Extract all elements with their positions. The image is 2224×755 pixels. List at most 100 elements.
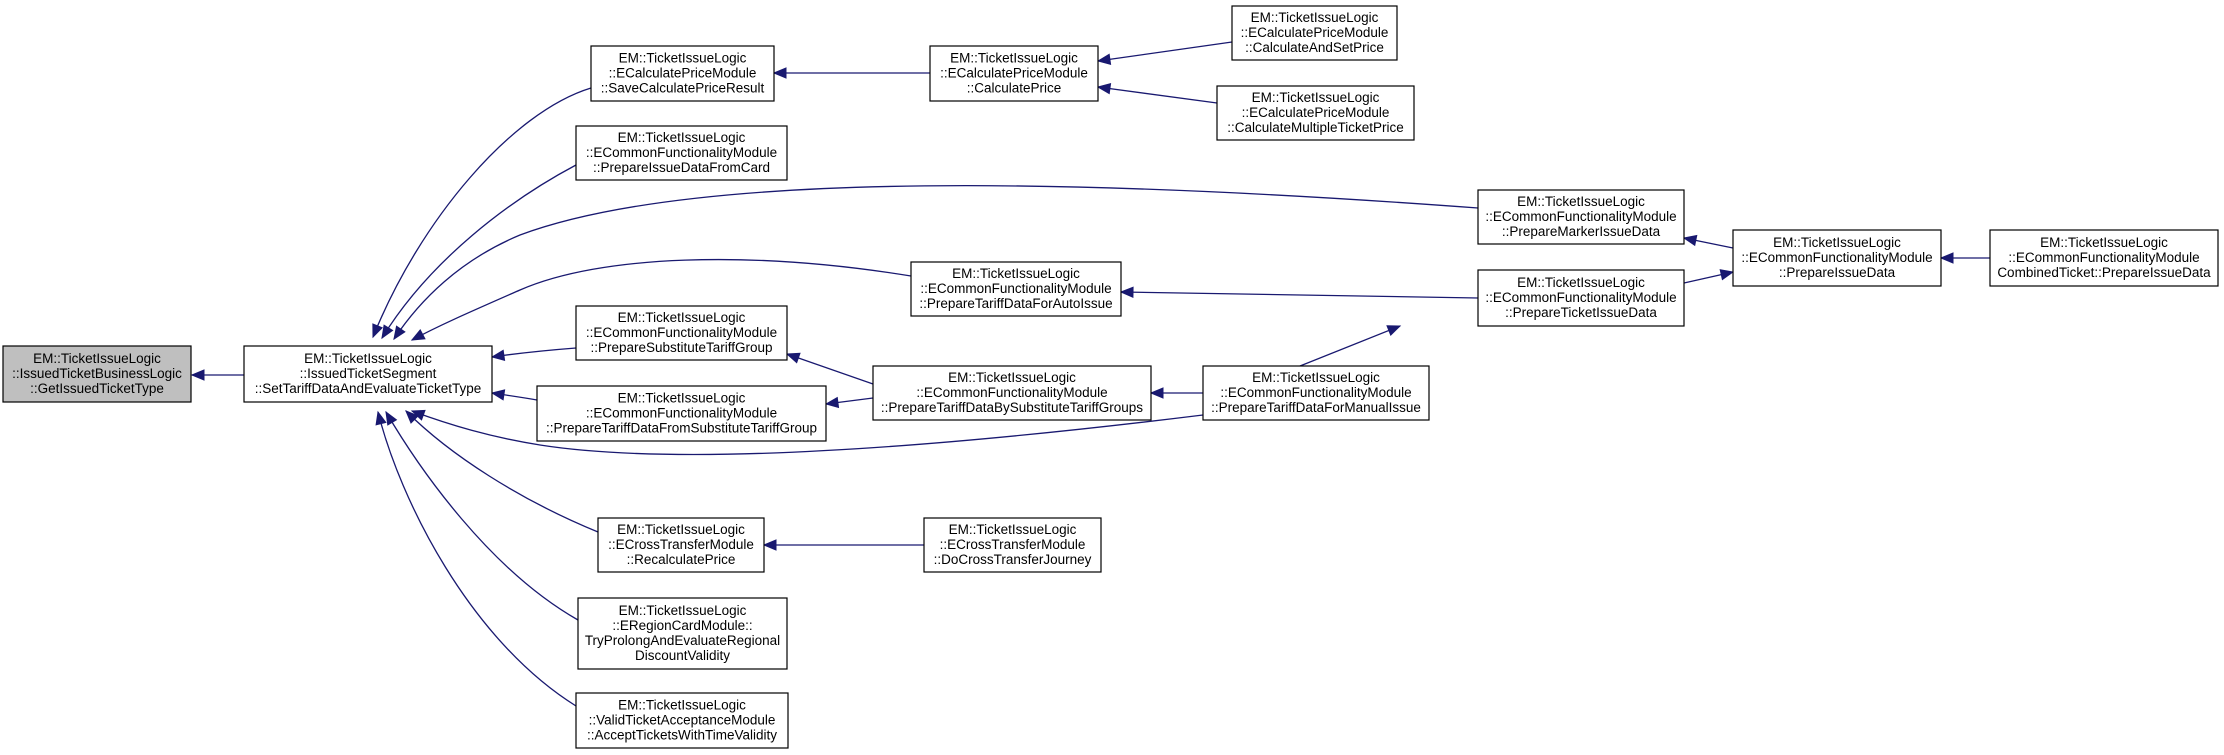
caller-function-node[interactable]: EM::TicketIssueLogic::ECalculatePriceMod… — [1231, 5, 1398, 61]
node-box — [923, 517, 1102, 573]
caller-function-node[interactable]: EM::TicketIssueLogic::ECommonFunctionali… — [1732, 229, 1942, 287]
node-label-line: ::ECommonFunctionalityModule — [1741, 250, 1932, 265]
node-label-line: ::RecalculatePrice — [627, 552, 736, 567]
edge-line — [411, 410, 1204, 456]
node-label-line: EM::TicketIssueLogic — [1251, 10, 1379, 25]
caller-function-node[interactable]: EM::TicketIssueLogic::ECrossTransferModu… — [923, 517, 1102, 573]
node-label-line: ::ECommonFunctionalityModule — [1220, 385, 1411, 400]
caller-function-node[interactable]: EM::TicketIssueLogic::ECommonFunctionali… — [910, 261, 1122, 317]
node-box — [1732, 229, 1942, 287]
node-box — [1477, 189, 1685, 245]
node-label-line: ::PrepareTariffDataForManualIssue — [1211, 400, 1421, 415]
caller-function-node[interactable]: EM::TicketIssueLogic::ECommonFunctionali… — [575, 125, 788, 181]
edge-line — [786, 353, 874, 385]
arrowhead — [372, 323, 384, 339]
node-label-line: EM::TicketIssueLogic — [1252, 370, 1380, 385]
arrowhead — [393, 325, 406, 341]
arrowhead — [190, 369, 205, 381]
node-label-line: EM::TicketIssueLogic — [1517, 194, 1645, 209]
arrowhead — [772, 67, 787, 79]
node-label-line: DiscountValidity — [635, 648, 730, 663]
edge-n14-to-n11 — [1299, 325, 1402, 367]
caller-function-node[interactable]: EM::TicketIssueLogic::IssuedTicketSegmen… — [243, 345, 493, 403]
node-label-line: CombinedTicket::PrepareIssueData — [1997, 265, 2211, 280]
arrowhead — [1096, 82, 1112, 95]
node-label-line: ::ERegionCardModule:: — [612, 618, 752, 633]
edge-line — [393, 185, 1479, 340]
node-box — [575, 125, 788, 181]
node-label-line: EM::TicketIssueLogic — [618, 130, 746, 145]
edge-n1-to-n0 — [190, 369, 244, 381]
node-box — [575, 692, 789, 749]
node-label-line: ::ECommonFunctionalityModule — [2008, 250, 2199, 265]
node-label-line: ::ECommonFunctionalityModule — [1485, 209, 1676, 224]
caller-function-node[interactable]: EM::TicketIssueLogic::ECalculatePriceMod… — [1216, 85, 1415, 141]
edge-line — [405, 410, 599, 533]
caller-function-node[interactable]: EM::TicketIssueLogic::ECalculatePriceMod… — [929, 45, 1099, 102]
nodes-layer: EM::TicketIssueLogic::IssuedTicketBusine… — [2, 5, 2219, 749]
node-label-line: ::ECommonFunctionalityModule — [920, 281, 1111, 296]
arrowhead — [410, 329, 426, 341]
edge-n8-to-n7 — [1682, 234, 1734, 249]
edge-line — [411, 258, 912, 341]
edge-n2-to-n1 — [372, 87, 592, 339]
arrowhead — [762, 539, 777, 551]
node-label-line: ::DoCrossTransferJourney — [934, 552, 1092, 567]
caller-function-node[interactable]: EM::TicketIssueLogic::ECommonFunctionali… — [1477, 269, 1685, 327]
arrowhead — [1719, 269, 1735, 281]
edge-n10-to-n1 — [410, 258, 912, 341]
node-box — [910, 261, 1122, 317]
node-label-line: EM::TicketIssueLogic — [1773, 235, 1901, 250]
arrowhead — [1386, 325, 1402, 336]
caller-function-node[interactable]: EM::TicketIssueLogic::ECommonFunctionali… — [536, 385, 827, 442]
node-label-line: ::PrepareTariffDataFromSubstituteTariffG… — [546, 421, 817, 436]
arrowhead — [1119, 286, 1134, 298]
edge-n6-to-n1 — [381, 164, 577, 340]
edge-line — [385, 411, 579, 621]
edge-line — [1097, 41, 1233, 62]
caller-function-node[interactable]: EM::TicketIssueLogic::ECommonFunctionali… — [1202, 365, 1430, 421]
node-label-line: EM::TicketIssueLogic — [952, 266, 1080, 281]
node-label-line: EM::TicketIssueLogic — [33, 351, 161, 366]
caller-function-node[interactable]: EM::TicketIssueLogic::ECrossTransferModu… — [597, 517, 765, 573]
node-label-line: ::ECommonFunctionalityModule — [586, 325, 777, 340]
edge-line — [491, 347, 577, 358]
caller-function-node[interactable]: EM::TicketIssueLogic::ECommonFunctionali… — [872, 365, 1152, 421]
arrowhead — [490, 349, 506, 361]
arrowhead — [405, 410, 419, 424]
node-label-line: EM::TicketIssueLogic — [948, 370, 1076, 385]
edge-n15-to-n1 — [490, 389, 538, 401]
node-label-line: ::ECommonFunctionalityModule — [916, 385, 1107, 400]
arrowhead — [1939, 252, 1954, 264]
caller-function-node[interactable]: EM::TicketIssueLogic::ERegionCardModule:… — [577, 597, 788, 670]
edge-n19-to-n1 — [375, 410, 577, 707]
node-box — [929, 45, 1099, 102]
caller-function-node[interactable]: EM::TicketIssueLogic::ECommonFunctionali… — [575, 305, 788, 361]
node-label-line: EM::TicketIssueLogic — [618, 310, 746, 325]
caller-function-node[interactable]: EM::TicketIssueLogic::ECommonFunctionali… — [1989, 229, 2219, 287]
caller-function-node[interactable]: EM::TicketIssueLogic::ECommonFunctionali… — [1477, 189, 1685, 245]
edge-line — [372, 87, 592, 338]
edge-line — [1097, 86, 1218, 104]
node-label-line: ::SaveCalculatePriceResult — [601, 81, 765, 96]
node-label-line: ::ECommonFunctionalityModule — [586, 406, 777, 421]
node-label-line: EM::TicketIssueLogic — [618, 698, 746, 713]
node-label-line: EM::TicketIssueLogic — [949, 522, 1077, 537]
arrowhead — [1682, 234, 1698, 247]
node-label-line: ::IssuedTicketSegment — [300, 366, 437, 381]
node-box — [536, 385, 827, 442]
root-function-node[interactable]: EM::TicketIssueLogic::IssuedTicketBusine… — [2, 345, 192, 403]
edge-n14-to-n1 — [410, 409, 1204, 456]
edge-n17-to-n16 — [762, 539, 924, 551]
node-label-line: ::IssuedTicketBusinessLogic — [12, 366, 182, 381]
node-label-line: ::PrepareIssueData — [1779, 265, 1896, 280]
node-label-line: ::PrepareIssueDataFromCard — [593, 160, 770, 175]
caller-function-node[interactable]: EM::TicketIssueLogic::ValidTicketAccepta… — [575, 692, 789, 749]
node-label-line: ::GetIssuedTicketType — [30, 381, 164, 396]
node-box — [577, 597, 788, 670]
edge-n3-to-n2 — [772, 67, 930, 79]
arrowhead — [381, 324, 394, 340]
arrowhead — [1096, 53, 1112, 65]
caller-function-node[interactable]: EM::TicketIssueLogic::ECalculatePriceMod… — [590, 45, 775, 102]
node-box — [575, 305, 788, 361]
